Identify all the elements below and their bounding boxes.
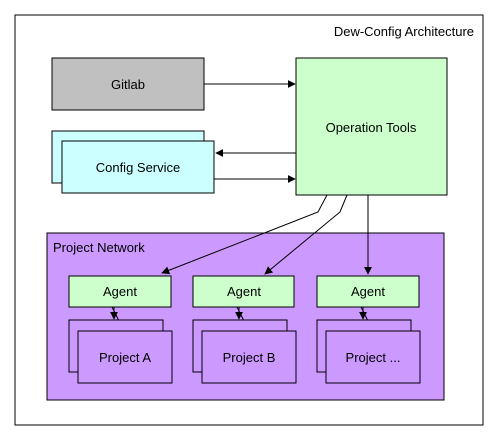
project-b-box[interactable]	[201, 330, 297, 384]
project-c-box[interactable]	[325, 330, 421, 384]
gitlab-label: Gitlab	[111, 77, 145, 92]
config-service-label: Config Service	[96, 160, 181, 175]
agent-label-2: Agent	[227, 284, 261, 299]
project-c-label: Project ...	[346, 350, 401, 365]
agent-box-3[interactable]	[316, 275, 420, 308]
project-a-box[interactable]	[77, 330, 173, 384]
agent-label-1: Agent	[103, 284, 137, 299]
arrow-ops-to-agent-1	[161, 194, 328, 275]
config-service-box[interactable]	[61, 140, 215, 194]
arrow-ops-to-agent-2	[264, 194, 348, 275]
project-b-label: Project B	[223, 350, 276, 365]
agent-box-1[interactable]	[68, 275, 172, 308]
operation-tools-box[interactable]	[295, 57, 448, 196]
agent-label-3: Agent	[351, 284, 385, 299]
operation-tools-label: Operation Tools	[326, 120, 417, 135]
agent-box-2[interactable]	[192, 275, 295, 308]
gitlab-box[interactable]	[51, 57, 205, 111]
diagram-title: Dew-Config Architecture	[334, 24, 474, 39]
project-a-label: Project A	[99, 350, 151, 365]
project-network-label: Project Network	[53, 240, 145, 255]
